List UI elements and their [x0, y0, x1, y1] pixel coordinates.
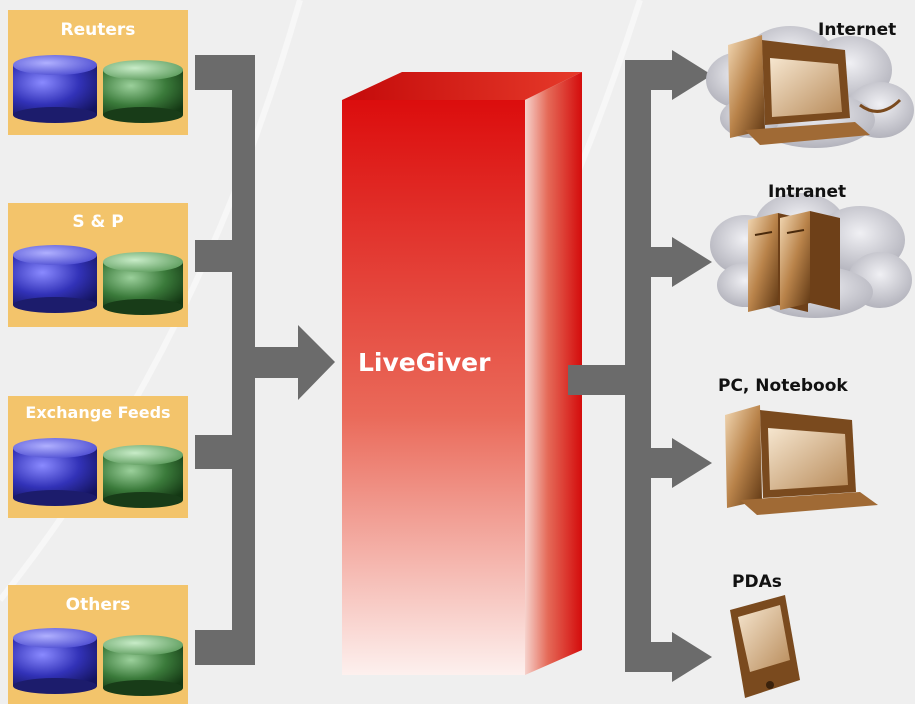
source-label-reuters: Reuters — [60, 20, 136, 40]
green-database-icon — [103, 252, 183, 315]
destination-label-pdas: PDAs — [732, 572, 782, 592]
green-database-icon — [103, 60, 183, 123]
blue-database-icon — [13, 438, 97, 506]
source-connector — [195, 55, 335, 665]
hub-label: LiveGiver — [358, 348, 491, 377]
desktop-computer-icon — [725, 405, 878, 515]
source-label-others: Others — [65, 595, 131, 615]
desktop-computer-cloud-icon — [706, 26, 914, 148]
destination-connector — [568, 50, 712, 682]
livegiver-hub — [342, 72, 582, 675]
blue-database-icon — [13, 55, 97, 123]
destination-label-internet: Internet — [818, 20, 897, 40]
source-label-s-and-p: S & P — [72, 212, 124, 232]
source-label-exchange-feeds: Exchange Feeds — [25, 403, 171, 422]
destination-label-intranet: Intranet — [768, 182, 847, 202]
blue-database-icon — [13, 245, 97, 313]
server-cloud-icon — [710, 193, 912, 318]
green-database-icon — [103, 635, 183, 696]
pda-icon — [730, 595, 800, 698]
blue-database-icon — [13, 628, 97, 694]
destination-label-pc-notebook: PC, Notebook — [718, 376, 848, 396]
green-database-icon — [103, 445, 183, 508]
